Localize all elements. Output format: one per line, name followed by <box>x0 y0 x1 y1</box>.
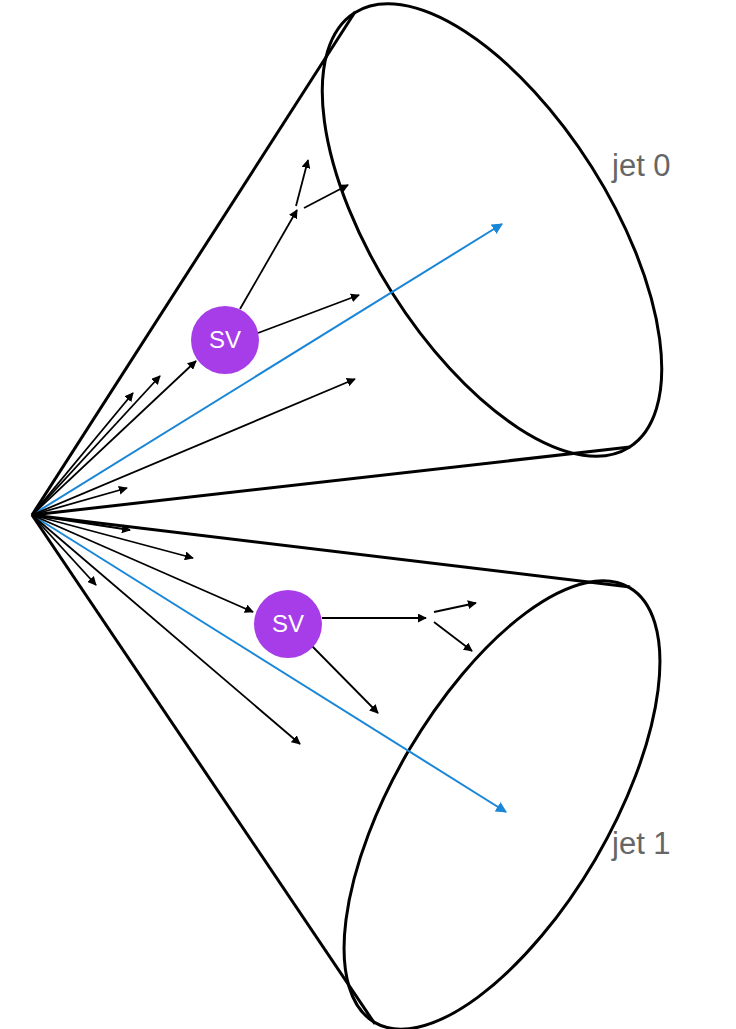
jet-label: jet 1 <box>612 826 671 862</box>
vertex-label: SV <box>272 612 304 636</box>
secondary-vertex: SV <box>191 306 259 374</box>
jet-label: jet 0 <box>612 148 671 184</box>
jet-axis <box>32 224 506 812</box>
jet-cone <box>32 0 729 515</box>
secondary-vertex: SV <box>254 590 322 658</box>
particle-track <box>32 160 476 744</box>
jet-cone <box>32 515 723 1029</box>
vertex-label: SV <box>209 328 241 352</box>
